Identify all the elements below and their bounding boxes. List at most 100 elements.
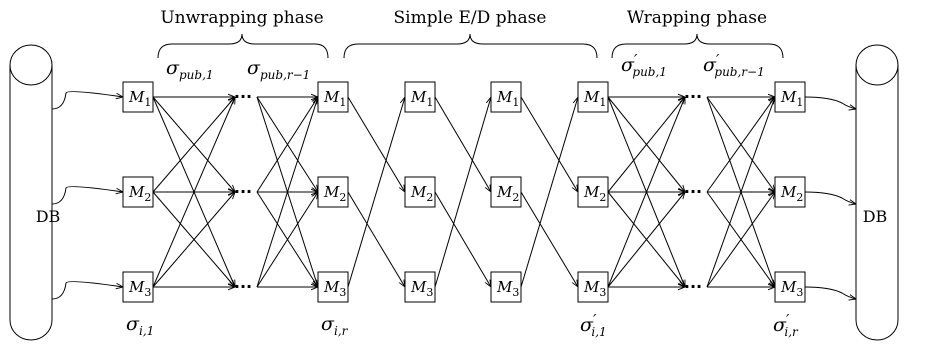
mix-node-box <box>774 271 806 303</box>
mix-node-box <box>317 176 349 208</box>
mix-to-db-edge <box>804 96 856 109</box>
svg-text:σpub,1: σpub,1 <box>166 57 214 82</box>
sigma-symbol: σ <box>580 314 594 336</box>
mix-node-label: M3 <box>323 278 346 299</box>
mix-node-1: M1 <box>317 81 349 113</box>
ellipsis: ··· <box>684 87 702 106</box>
mix-node-label: M1 <box>583 88 606 109</box>
sigma-pub-1-label: σpub,1 <box>166 57 214 82</box>
sigma-subscript: i,r <box>334 324 349 338</box>
sigma-subscript: pub,1 <box>632 65 667 79</box>
edges <box>51 91 856 300</box>
mix-node-1: M1 <box>577 81 609 113</box>
sigma-i-r-label: σi,r <box>321 313 349 338</box>
mix-node-label: M1 <box>128 88 151 109</box>
ed-edge <box>347 96 405 192</box>
sigma-prime-i-r-label: σ′i,r <box>773 311 799 339</box>
sigma-prime-i-1-label: σ′i,1 <box>580 311 607 339</box>
mix-node-1: M1 <box>774 81 806 113</box>
svg-text:σi,1: σi,1 <box>126 313 154 338</box>
ed-edge <box>434 97 491 288</box>
db-to-mix-edge <box>51 281 123 300</box>
mix-node-label: M3 <box>128 278 151 299</box>
mix-node-label: M3 <box>410 278 433 299</box>
sigma-symbol: σ <box>703 54 717 76</box>
permute-edge <box>256 97 318 288</box>
mix-node-box <box>122 271 154 303</box>
mix-node-2: M2 <box>577 176 609 208</box>
mix-node-box <box>317 81 349 113</box>
mix-node-box <box>404 271 436 303</box>
svg-text:σi,r: σi,r <box>321 313 349 338</box>
mix-node-label: M1 <box>780 88 803 109</box>
ed-edge <box>520 191 578 287</box>
mix-node-label: M2 <box>496 183 519 204</box>
mix-node-label: M2 <box>323 183 346 204</box>
permute-edge <box>706 97 775 193</box>
mix-node-label: M2 <box>780 183 803 204</box>
left-db-label: DB <box>36 207 61 226</box>
mix-node-label: M3 <box>583 278 606 299</box>
permute-edge <box>706 192 775 288</box>
sigma-subscript: pub,r−1 <box>714 65 764 79</box>
sigma-subscript: i,1 <box>591 325 606 339</box>
svg-text:σ′pub,1: σ′pub,1 <box>621 51 667 79</box>
prime-mark: ′ <box>786 311 790 329</box>
sigma-subscript: i,1 <box>139 324 154 338</box>
ed-edge <box>347 191 405 287</box>
mix-node-label: M2 <box>128 183 151 204</box>
ellipsis: ··· <box>684 182 702 201</box>
mix-node-3: M3 <box>122 271 154 303</box>
mix-to-db-edge <box>804 191 856 204</box>
svg-text:σ′i,1: σ′i,1 <box>580 311 607 339</box>
mix-node-3: M3 <box>317 271 349 303</box>
db-to-mix-edge <box>51 186 123 205</box>
svg-text:σ′pub,r−1: σ′pub,r−1 <box>703 51 765 79</box>
mix-node-label: M2 <box>583 183 606 204</box>
prime-mark: ′ <box>716 51 720 69</box>
mix-node-2: M2 <box>122 176 154 208</box>
wrapping-phase-brace <box>611 33 784 59</box>
sigma-symbol: σ <box>166 57 180 79</box>
mix-node-3: M3 <box>577 271 609 303</box>
sigma-symbol: σ <box>126 313 140 335</box>
mix-node-1: M1 <box>122 81 154 113</box>
ellipsis: ··· <box>234 182 252 201</box>
mix-node-box <box>490 176 522 208</box>
permute-edge <box>152 97 235 193</box>
mix-to-db-edge <box>804 286 856 299</box>
permute-edge <box>607 192 685 288</box>
wrapping-phase-title: Wrapping phase <box>627 8 767 28</box>
sigma-symbol: σ <box>247 57 261 79</box>
mix-node-box <box>774 176 806 208</box>
mix-node-box <box>490 271 522 303</box>
ellipsis-group: ·················· <box>234 87 702 296</box>
mix-node-box <box>404 176 436 208</box>
mix-node-2: M2 <box>317 176 349 208</box>
prime-mark: ′ <box>634 51 638 69</box>
sigma-pub-r-1-label: σpub,r−1 <box>247 57 310 82</box>
sigma-prime-pub-r-1-label: σ′pub,r−1 <box>703 51 765 79</box>
mix-node-box <box>317 271 349 303</box>
mix-node-1: M1 <box>404 81 436 113</box>
permute-edge <box>706 97 775 288</box>
permute-edge <box>256 192 318 288</box>
sigma-symbol: σ <box>773 314 787 336</box>
mix-node-box <box>774 81 806 113</box>
mix-node-3: M3 <box>490 271 522 303</box>
mix-node-label: M2 <box>410 183 433 204</box>
permute-edge <box>152 192 235 288</box>
svg-text:σ′i,r: σ′i,r <box>773 311 799 339</box>
sigma-symbol: σ <box>621 54 635 76</box>
mix-node-label: M3 <box>780 278 803 299</box>
db-to-mix-edge <box>51 91 123 110</box>
svg-text:σpub,r−1: σpub,r−1 <box>247 57 310 82</box>
sigma-symbol: σ <box>321 313 335 335</box>
mix-node-box <box>404 81 436 113</box>
left-db-cylinder <box>9 44 53 341</box>
permute-edge <box>607 97 686 288</box>
right-db-cylinder <box>855 44 899 341</box>
mix-node-box <box>577 81 609 113</box>
simple-ed-phase-title: Simple E/D phase <box>394 8 547 28</box>
